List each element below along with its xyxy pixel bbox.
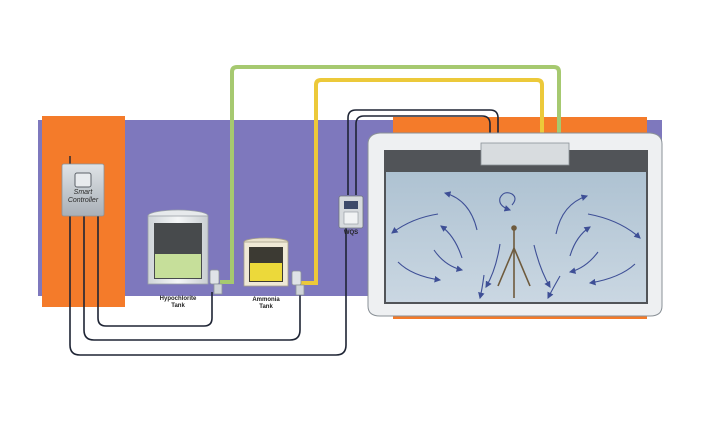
storage-tank	[367, 132, 663, 317]
hypochlorite-liquid	[155, 254, 201, 278]
tank-hatch	[480, 142, 570, 166]
hypochlorite-tank-label: Hypochlorite Tank	[141, 296, 215, 310]
ammonia-label-line1: Ammonia	[252, 297, 280, 303]
smart-controller	[61, 163, 105, 217]
yellow-pipe	[300, 78, 544, 285]
signal-wires	[69, 109, 499, 356]
controller-label-line1: Smart	[73, 189, 93, 196]
mixer-tripod	[497, 225, 531, 298]
controller-label-line2: Controller	[67, 197, 99, 204]
tank-water	[386, 172, 646, 302]
green-pipe	[220, 65, 561, 284]
ammonia-liquid	[250, 263, 282, 281]
wqs-label: WQS	[343, 230, 359, 236]
controller-label: Smart Controller	[64, 189, 102, 205]
hypochlorite-tank	[147, 209, 223, 295]
ammonia-tank-label: Ammonia Tank	[238, 297, 294, 311]
hypochlorite-label-line2: Tank	[171, 303, 185, 309]
ammonia-tank	[243, 237, 305, 296]
controller-screen	[74, 172, 92, 188]
circulation-arrows	[391, 191, 641, 300]
ammonia-label-line2: Tank	[259, 304, 273, 310]
hypochlorite-label-line1: Hypochlorite	[159, 296, 197, 302]
wqs-sensor	[338, 195, 364, 229]
